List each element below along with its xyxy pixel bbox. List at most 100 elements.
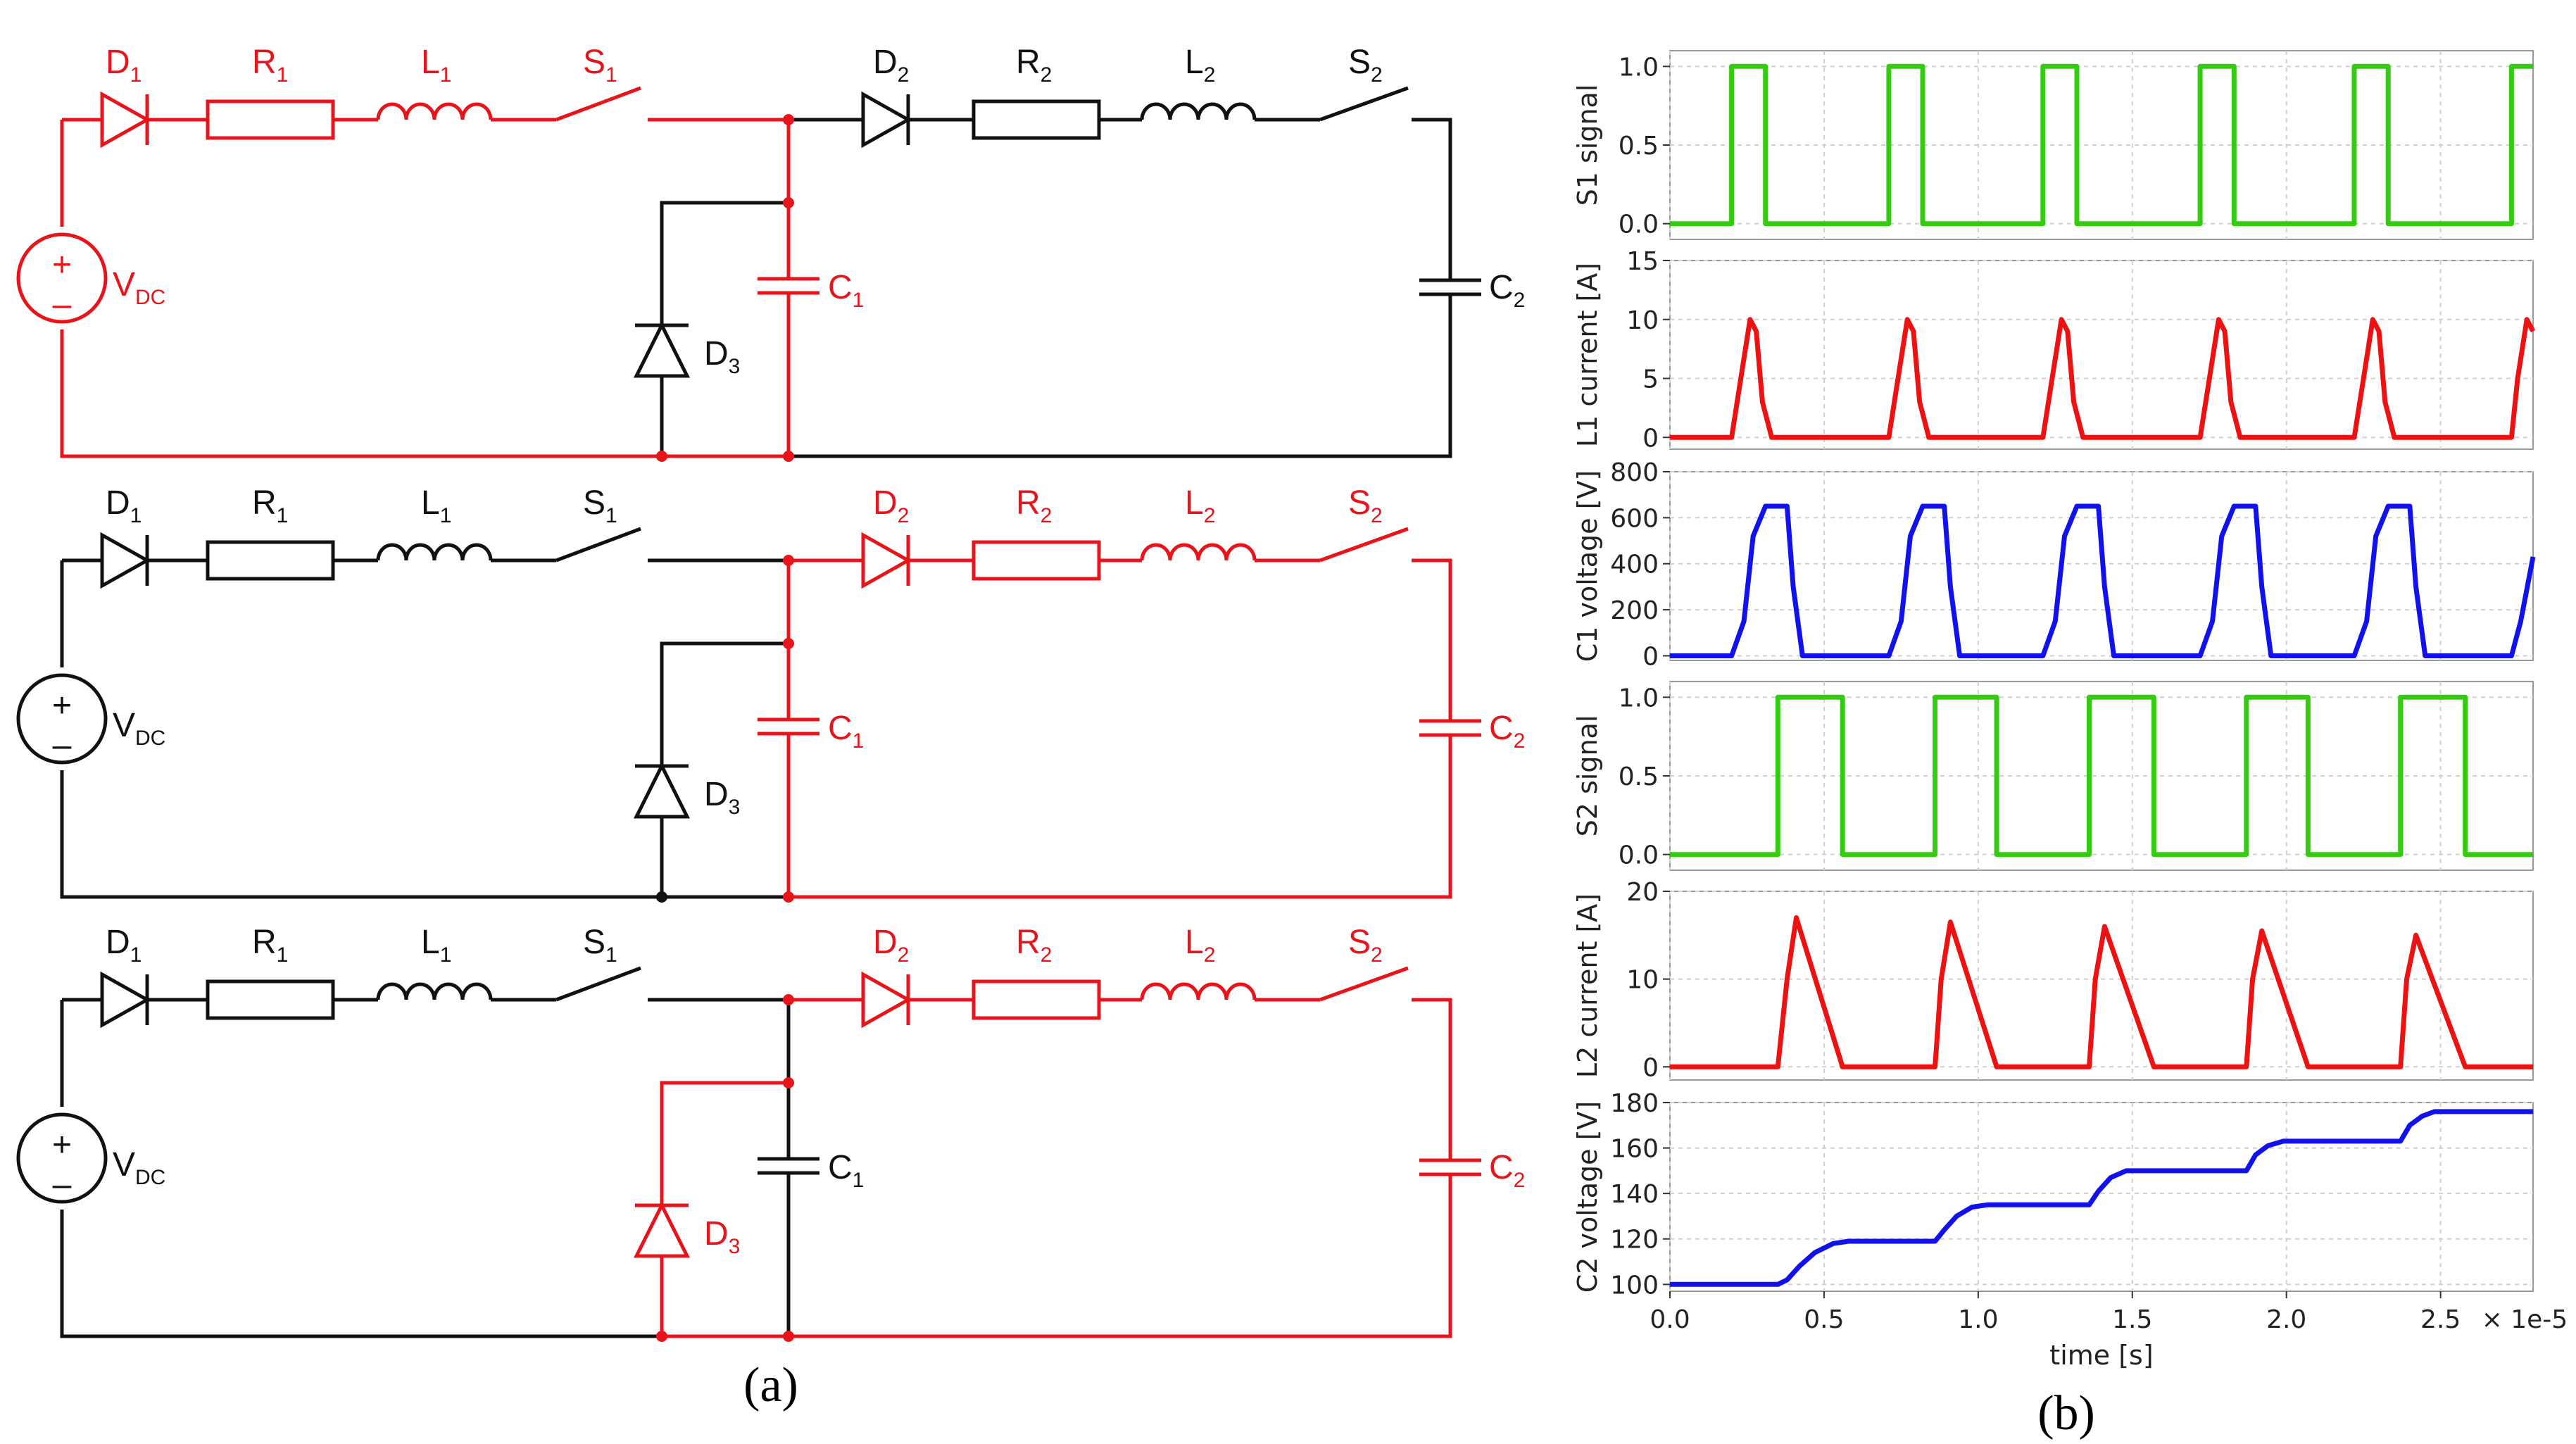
d2-symbol xyxy=(861,532,912,589)
y-tick-label: 20 xyxy=(1626,878,1659,907)
wire-d3-top xyxy=(660,1081,788,1205)
series-line xyxy=(1670,317,2536,440)
x-tick-label: 2.0 xyxy=(2266,1305,2306,1334)
plot-panel-1: 0.0 0.5 1.0 S1 signal xyxy=(1572,50,2534,240)
wire-right-top xyxy=(1412,118,1452,280)
label-C1: C1 xyxy=(828,710,864,753)
vdc-plus: + xyxy=(52,687,72,724)
label-R2: R2 xyxy=(1016,484,1052,527)
y-tick-label: 15 xyxy=(1626,247,1659,276)
label-V: VDC xyxy=(113,707,165,750)
y-tick-label: 140 xyxy=(1610,1180,1659,1209)
junction-dot xyxy=(783,994,794,1005)
label-D2: D2 xyxy=(873,924,909,967)
y-axis-label: L1 current [A] xyxy=(1572,263,1603,447)
junction-dot xyxy=(783,638,794,649)
wire-right-top xyxy=(1412,558,1452,721)
label-C1: C1 xyxy=(828,269,864,312)
d2-symbol xyxy=(861,91,912,149)
label-R2: R2 xyxy=(1016,44,1052,87)
junction-dot xyxy=(783,555,794,566)
caption-a: (a) xyxy=(743,1358,798,1412)
l1-coil xyxy=(376,102,493,120)
r1-body xyxy=(206,99,335,140)
wire-right-bottom xyxy=(788,735,1452,899)
label-C2: C2 xyxy=(1489,269,1525,312)
junction-dot xyxy=(783,197,794,208)
x-tick-label: 1.5 xyxy=(2112,1305,2152,1334)
label-L1: L1 xyxy=(421,44,451,87)
junction-dot xyxy=(783,114,794,125)
label-C2: C2 xyxy=(1489,1149,1525,1192)
label-L2: L2 xyxy=(1185,484,1215,527)
series-line xyxy=(1670,63,2533,227)
vdc-plus: + xyxy=(52,1126,72,1164)
vdc-minus: – xyxy=(53,1166,72,1203)
x-tick-label: 2.5 xyxy=(2420,1305,2461,1334)
wire-left-bottom xyxy=(60,770,662,899)
y-tick-label: 160 xyxy=(1610,1135,1659,1164)
label-R1: R1 xyxy=(252,924,288,967)
label-S1: S1 xyxy=(583,44,617,87)
series-line xyxy=(1670,915,2533,1069)
junction-dot xyxy=(783,451,794,462)
l2-coil xyxy=(1140,102,1257,120)
s1-blade xyxy=(555,527,641,563)
wire-d3-top xyxy=(660,641,788,766)
y-tick-label: 0.0 xyxy=(1619,211,1659,239)
label-S2: S2 xyxy=(1348,44,1383,87)
junction-dot xyxy=(783,891,794,903)
label-R1: R1 xyxy=(252,484,288,527)
plot-frame xyxy=(1669,891,2534,1081)
junction-dot xyxy=(656,1331,667,1342)
label-L2: L2 xyxy=(1185,44,1215,87)
label-V: VDC xyxy=(113,1146,165,1189)
label-S2: S2 xyxy=(1348,484,1383,527)
vdc-source xyxy=(16,673,108,765)
y-tick-label: 10 xyxy=(1626,966,1659,995)
label-D3: D3 xyxy=(704,1215,740,1258)
l2-coil xyxy=(1140,982,1257,1000)
r1-body xyxy=(206,979,335,1020)
label-C2: C2 xyxy=(1489,710,1525,753)
y-tick-label: 0 xyxy=(1642,1053,1659,1082)
y-tick-label: 0.5 xyxy=(1619,132,1659,161)
x-tick-label: 0.5 xyxy=(1804,1305,1844,1334)
label-L1: L1 xyxy=(421,484,451,527)
x-tick-label: 0.0 xyxy=(1650,1305,1690,1334)
label-D2: D2 xyxy=(873,484,909,527)
label-D1: D1 xyxy=(106,44,142,87)
label-S2: S2 xyxy=(1348,924,1383,967)
y-axis-label: S2 signal xyxy=(1572,715,1603,837)
d2-symbol xyxy=(861,971,912,1029)
y-tick-label: 1.0 xyxy=(1619,53,1659,82)
y-tick-label: 180 xyxy=(1610,1089,1659,1118)
y-axis-label: S1 signal xyxy=(1572,84,1603,206)
l1-coil xyxy=(376,982,493,1000)
r2-body xyxy=(972,540,1101,581)
y-tick-label: 0.5 xyxy=(1619,762,1659,791)
series-line xyxy=(1670,694,2533,858)
y-axis-label: C1 voltage [V] xyxy=(1572,470,1603,663)
x-axis-label: time [s] xyxy=(2049,1340,2153,1371)
s1-blade xyxy=(555,966,641,1002)
y-tick-label: 5 xyxy=(1642,365,1659,394)
l1-coil xyxy=(376,543,493,561)
label-D2: D2 xyxy=(873,44,909,87)
label-R1: R1 xyxy=(252,44,288,87)
y-axis-label: C2 voltage [V] xyxy=(1572,1101,1603,1293)
junction-dot xyxy=(783,1331,794,1342)
caption-b: (b) xyxy=(2037,1386,2095,1440)
label-D1: D1 xyxy=(106,484,142,527)
vdc-source xyxy=(16,1112,108,1204)
r2-body xyxy=(972,979,1101,1020)
vdc-source xyxy=(16,232,108,324)
wire-left-bottom xyxy=(60,1210,662,1338)
vdc-minus: – xyxy=(53,727,72,764)
s2-blade xyxy=(1319,966,1409,1002)
